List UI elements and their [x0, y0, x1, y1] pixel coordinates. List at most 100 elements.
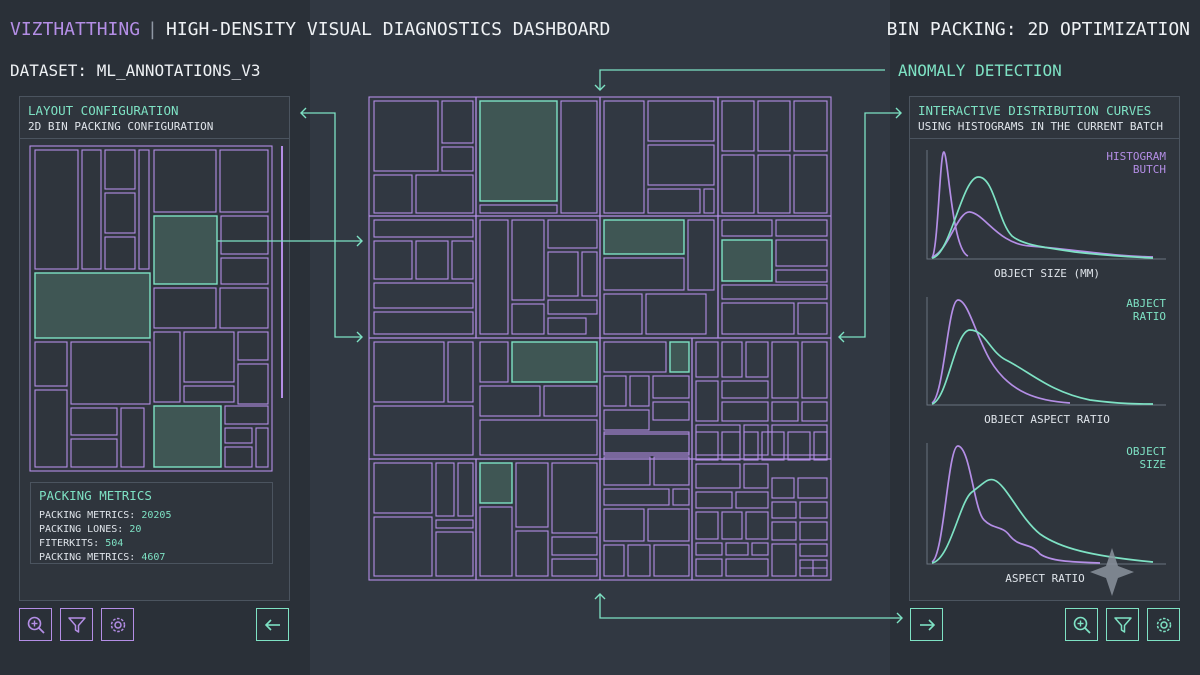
bin-item[interactable] [603, 100, 645, 214]
bin-item[interactable] [721, 302, 795, 335]
bin-item[interactable] [647, 144, 715, 186]
bin-item[interactable] [645, 293, 707, 335]
bin-item[interactable] [373, 405, 474, 456]
bin-item[interactable] [775, 239, 828, 267]
bin-item[interactable] [547, 251, 579, 297]
bin-item[interactable] [793, 154, 828, 214]
bin-item[interactable] [672, 488, 690, 506]
bin-item[interactable] [771, 521, 797, 541]
bin-item[interactable] [647, 508, 690, 542]
bin-item[interactable] [721, 100, 755, 152]
bin-item[interactable] [695, 431, 719, 461]
bin-item[interactable] [551, 462, 598, 534]
bin-item[interactable] [104, 149, 136, 190]
bin-item[interactable] [373, 240, 413, 280]
bin-item[interactable] [735, 491, 769, 509]
bin-item[interactable] [801, 401, 828, 422]
bin-item[interactable] [652, 401, 690, 421]
highlighted-bin-item[interactable] [34, 272, 151, 339]
bin-item[interactable] [721, 154, 755, 214]
bin-item[interactable] [603, 257, 685, 291]
bin-item[interactable] [603, 488, 670, 506]
bin-item[interactable] [220, 215, 269, 255]
bin-item[interactable] [34, 389, 68, 468]
bin-item[interactable] [70, 407, 118, 436]
bin-item[interactable] [219, 149, 269, 213]
bin-item[interactable] [603, 456, 651, 486]
bin-item[interactable] [695, 491, 733, 509]
bin-item[interactable] [603, 433, 690, 456]
bin-item[interactable] [451, 240, 474, 280]
bin-item[interactable] [757, 100, 791, 152]
bin-item[interactable] [603, 341, 667, 373]
bin-item[interactable] [745, 511, 769, 540]
bin-item[interactable] [695, 341, 719, 378]
bin-item[interactable] [603, 409, 650, 431]
bin-item[interactable] [787, 431, 811, 461]
bin-item[interactable] [627, 544, 651, 577]
bin-item[interactable] [153, 149, 217, 213]
bin-item[interactable] [479, 385, 541, 417]
bin-item[interactable] [511, 219, 545, 301]
thumbnail-bin-container[interactable] [29, 145, 273, 472]
bin-item[interactable] [703, 188, 715, 214]
bin-item[interactable] [743, 424, 769, 456]
bin-item[interactable] [647, 188, 701, 214]
bin-item[interactable] [373, 341, 445, 403]
bin-item[interactable] [813, 431, 828, 461]
settings-button[interactable] [1147, 608, 1180, 641]
bin-item[interactable] [224, 405, 269, 425]
bin-item[interactable] [81, 149, 102, 270]
bin-item[interactable] [797, 302, 828, 335]
bin-item[interactable] [120, 407, 145, 468]
highlighted-bin-item[interactable] [153, 215, 218, 285]
bin-item[interactable] [551, 558, 598, 577]
bin-item[interactable] [104, 236, 136, 270]
bin-item[interactable] [515, 530, 549, 577]
bin-item[interactable] [219, 287, 269, 329]
bin-item[interactable] [511, 303, 545, 335]
highlighted-bin-item[interactable] [479, 100, 558, 202]
bin-item[interactable] [721, 284, 828, 300]
highlighted-bin-item[interactable] [153, 405, 222, 468]
bin-item[interactable] [373, 174, 413, 214]
bin-item[interactable] [745, 341, 769, 378]
bin-item[interactable] [373, 311, 474, 335]
bin-item[interactable] [751, 542, 769, 556]
bin-item[interactable] [441, 146, 474, 172]
bin-item[interactable] [771, 341, 799, 399]
zoom-in-button[interactable] [1065, 608, 1098, 641]
bin-item[interactable] [721, 511, 743, 540]
expand-right-button[interactable] [910, 608, 943, 641]
bin-item[interactable] [435, 531, 474, 577]
bin-item[interactable] [547, 219, 598, 249]
bin-item[interactable] [153, 287, 217, 329]
bin-item[interactable] [138, 149, 150, 270]
bin-item[interactable] [551, 536, 598, 556]
bin-item[interactable] [373, 100, 439, 172]
bin-item[interactable] [104, 192, 136, 234]
bin-item[interactable] [441, 100, 474, 144]
bin-item[interactable] [237, 331, 269, 361]
bin-item[interactable] [797, 477, 828, 499]
bin-item[interactable] [775, 269, 828, 283]
bin-item[interactable] [757, 154, 791, 214]
bin-item[interactable] [560, 100, 598, 214]
bin-item[interactable] [547, 317, 587, 335]
bin-item[interactable] [721, 380, 769, 399]
bin-item[interactable] [603, 431, 690, 454]
bin-item[interactable] [34, 341, 68, 387]
bin-item[interactable] [743, 463, 769, 489]
bin-item[interactable] [373, 219, 474, 238]
highlighted-bin-item[interactable] [479, 462, 513, 504]
bin-item[interactable] [653, 456, 690, 486]
bin-item[interactable] [435, 519, 474, 529]
highlighted-bin-item[interactable] [603, 219, 685, 255]
bin-item[interactable] [721, 341, 743, 378]
filter-button[interactable] [60, 608, 93, 641]
bin-item[interactable] [695, 511, 719, 540]
highlighted-bin-item[interactable] [721, 239, 773, 282]
bin-item[interactable] [725, 558, 769, 577]
bin-item[interactable] [801, 341, 828, 399]
bin-item[interactable] [629, 375, 650, 407]
